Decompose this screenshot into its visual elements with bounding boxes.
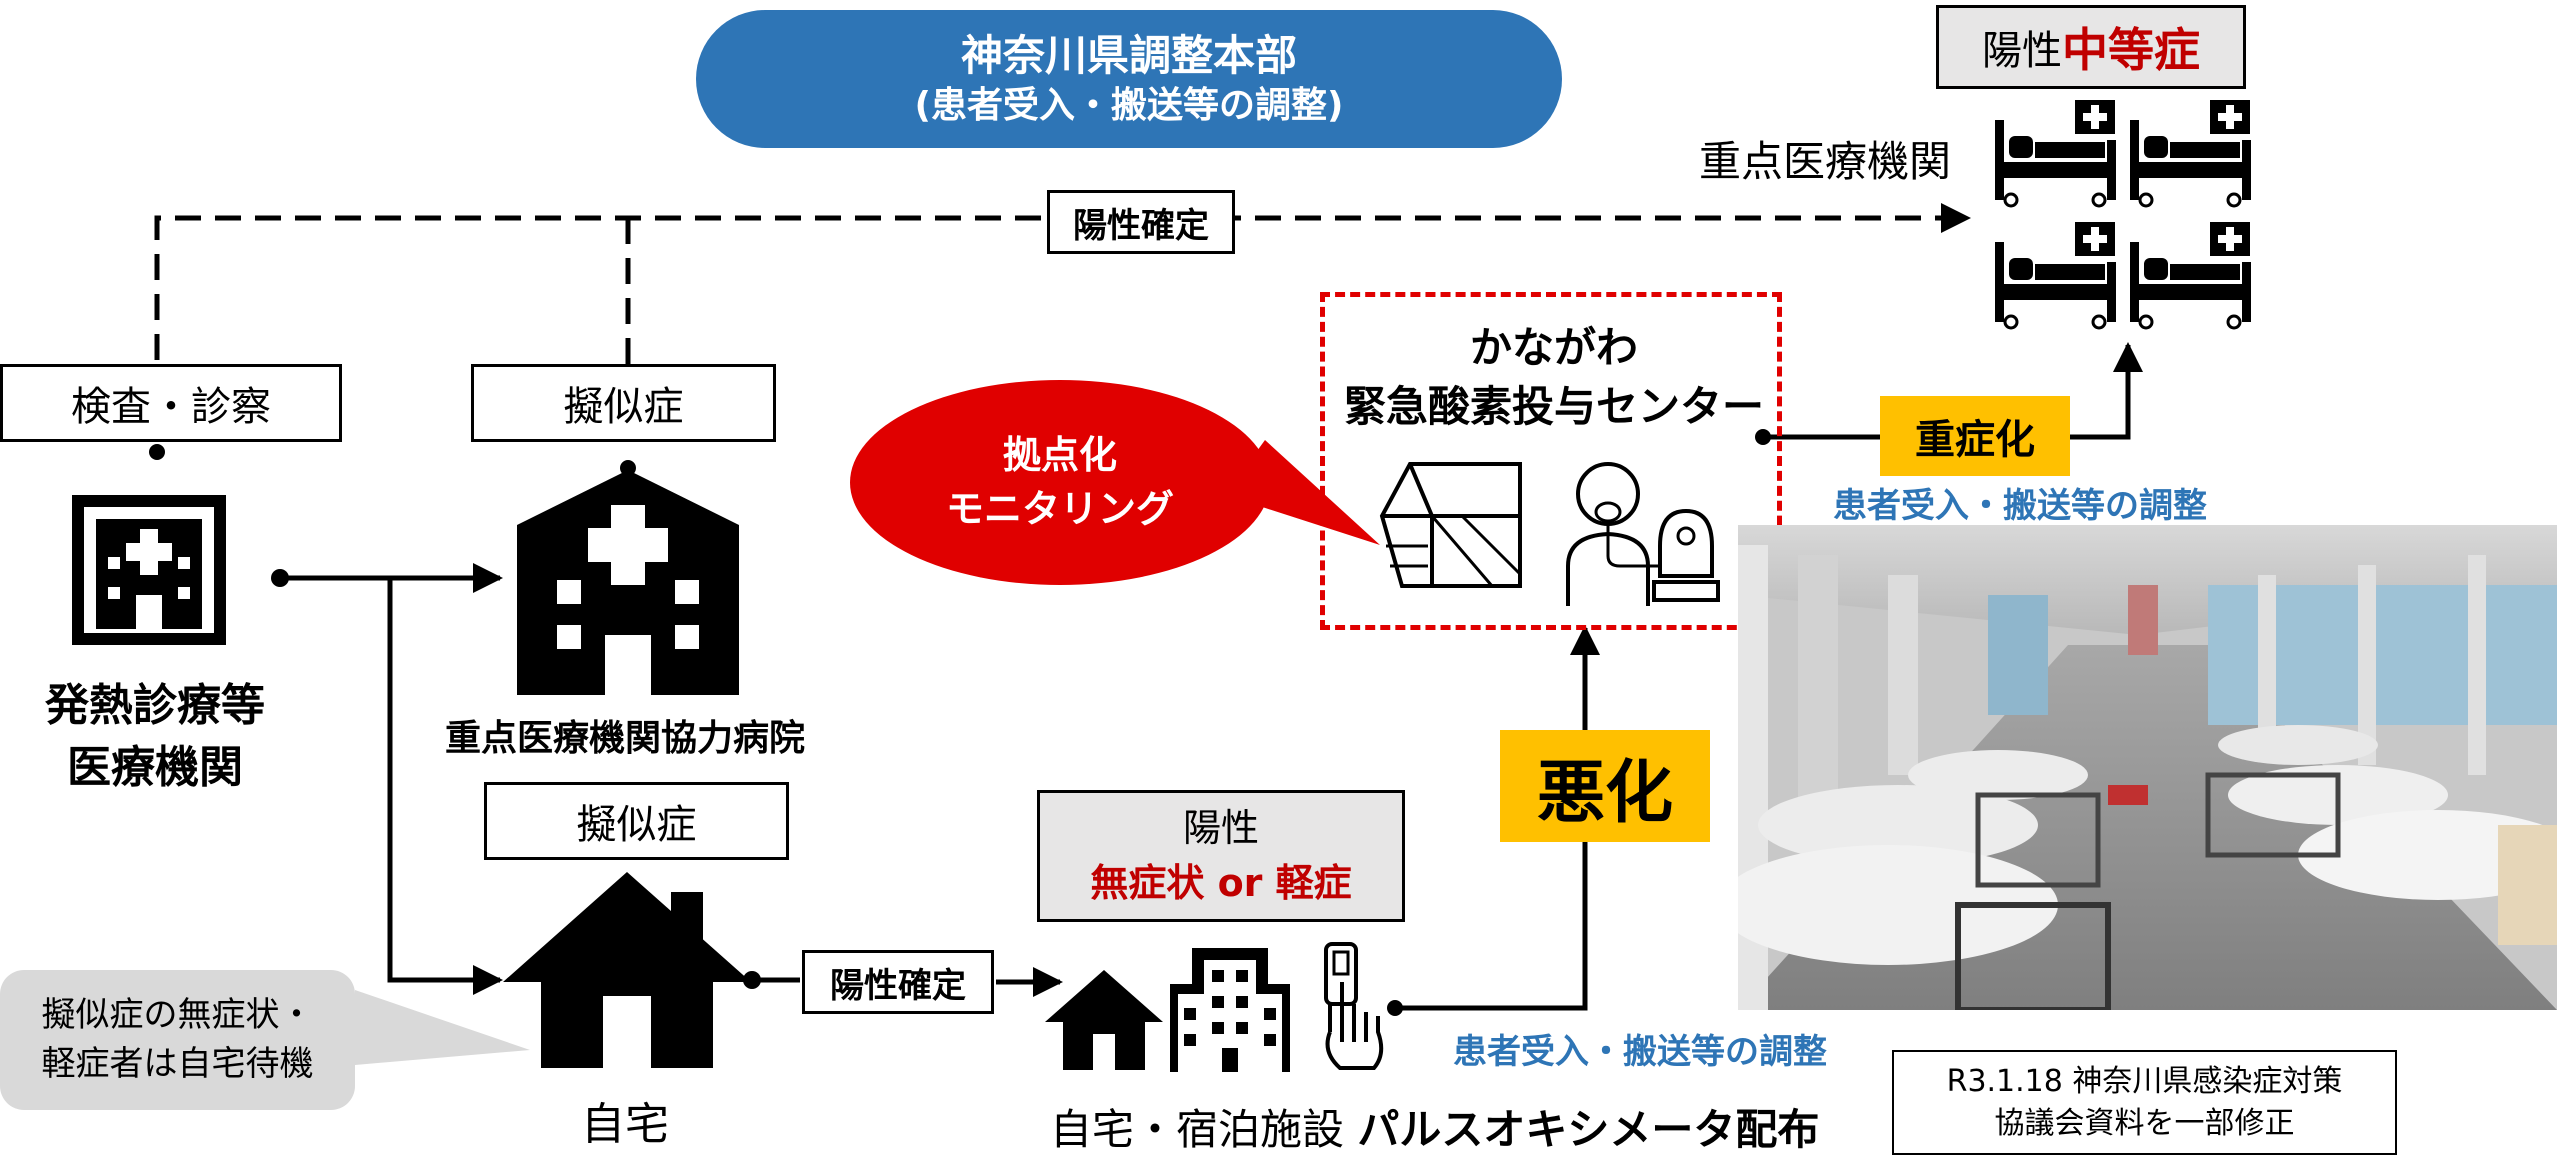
monitoring-bubble: 拠点化 モニタリング	[850, 380, 1270, 585]
home-label: 自宅	[581, 1099, 669, 1150]
small-house-icon	[1045, 970, 1163, 1070]
hq-banner: 神奈川県調整本部 (患者受入・搬送等の調整)	[696, 10, 1562, 148]
cooperating-hospital-label: 重点医療機関協力病院	[444, 718, 805, 759]
worsen-badge: 悪化	[1500, 730, 1710, 842]
clinic-icon	[72, 495, 226, 645]
fever-clinic-line1: 発熱診療等	[45, 680, 265, 732]
oxygen-center-line2: 緊急酸素投与センター	[1343, 382, 1764, 431]
note-line1: 擬似症の無症状・	[41, 994, 314, 1035]
oxygen-center-line1: かながわ	[1469, 323, 1638, 373]
moderate-case-box: 陽性 中等症	[1936, 5, 2246, 89]
facility-suffix: パルスオキシメータ配布	[1357, 1105, 1820, 1154]
hospital-beds-icon	[1995, 100, 2260, 330]
bed-icon	[1995, 100, 2116, 208]
note-bubble-tail	[355, 990, 530, 1065]
facility-label: 自宅・宿泊施設 パルスオキシメータ配布	[1050, 1096, 1870, 1156]
hq-title: 神奈川県調整本部	[960, 31, 1297, 81]
tent-icon	[1372, 456, 1530, 596]
note-line2: 軽症者は自宅待機	[41, 1044, 314, 1084]
priority-hospital-label: 重点医療機関	[1698, 136, 1951, 186]
monitoring-line2: モニタリング	[945, 486, 1174, 531]
moderate-highlight: 中等症	[2062, 23, 2200, 77]
house-icon	[503, 872, 751, 1068]
coord-label-right: 患者受入・搬送等の調整	[1833, 485, 2207, 526]
mild-case-line1: 陽性	[1182, 805, 1259, 850]
oxygen-center-box	[1320, 292, 1782, 630]
oxygen-center-label: かながわ 緊急酸素投与センター	[1330, 318, 1778, 438]
suspect-hospital-label: 擬似症	[471, 364, 776, 442]
clinic-to-home-arrow	[387, 578, 503, 995]
confirmed-label-bottom: 陽性確定	[802, 950, 994, 1014]
dashed-confirmed-line	[154, 203, 1971, 360]
source-line2: 協議会資料を一部修正	[1994, 1105, 2295, 1141]
monitoring-line1: 拠点化	[1002, 433, 1117, 478]
confirmed-label-top: 陽性確定	[1047, 190, 1235, 254]
hospital-icon	[517, 470, 739, 695]
exam-label: 検査・診察	[0, 364, 342, 442]
source-note: R3.1.18 神奈川県感染症対策 協議会資料を一部修正	[1892, 1050, 2397, 1155]
facility-prefix: 自宅・宿泊施設	[1050, 1105, 1358, 1154]
suspect-home-label: 擬似症	[484, 782, 789, 860]
coord-label-bottom: 患者受入・搬送等の調整	[1453, 1031, 1827, 1072]
source-line1: R3.1.18 神奈川県感染症対策	[1946, 1063, 2343, 1099]
oxygen-patient-icon	[1560, 456, 1720, 606]
mild-case-box: 陽性 無症状 or 軽症	[1037, 790, 1405, 922]
mild-case-line2: 無症状 or 軽症	[1090, 861, 1352, 905]
severe-badge: 重症化	[1880, 396, 2070, 476]
pulse-oximeter-icon	[1312, 942, 1392, 1072]
fever-clinic-line2: 医療機関	[67, 742, 243, 793]
fever-clinic-label: 発熱診療等 医療機関	[0, 672, 310, 802]
note-bubble: 擬似症の無症状・ 軽症者は自宅待機	[0, 970, 355, 1110]
hq-subtitle: (患者受入・搬送等の調整)	[914, 84, 1344, 126]
moderate-prefix: 陽性	[1982, 28, 2062, 74]
ward-photo	[1738, 525, 2557, 1010]
lodging-building-icon	[1170, 948, 1290, 1072]
